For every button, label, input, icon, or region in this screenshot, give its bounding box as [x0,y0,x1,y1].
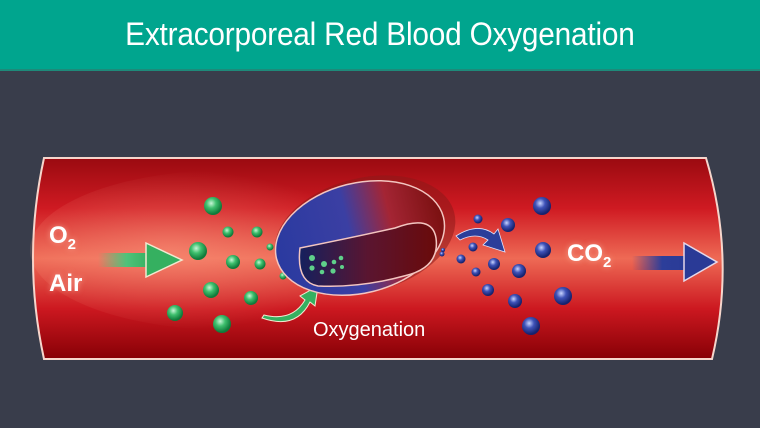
co2-release-curved-arrow-icon [455,228,506,253]
oxygen-input-arrow-icon [98,241,184,279]
oxygenation-caption: Oxygenation [313,319,426,341]
co2-subscript: 2 [603,254,612,271]
red-blood-cell-icon [274,175,456,297]
co2-output-arrow-icon [632,241,719,283]
air-input-label: Air [49,270,83,297]
oxygen-symbol: O [49,222,68,249]
oxygen-input-label: O2 [49,222,76,253]
title-banner: Extracorporeal Red Blood Oxygenation [0,0,760,69]
header-divider [0,69,760,71]
page-title: Extracorporeal Red Blood Oxygenation [125,16,635,52]
co2-symbol: CO [567,240,603,267]
oxygenation-curved-arrow-icon [261,285,319,322]
co2-output-label: CO2 [567,240,611,271]
oxygen-molecules [167,197,287,333]
co2-molecules [439,197,572,335]
oxygen-subscript: 2 [67,236,77,253]
